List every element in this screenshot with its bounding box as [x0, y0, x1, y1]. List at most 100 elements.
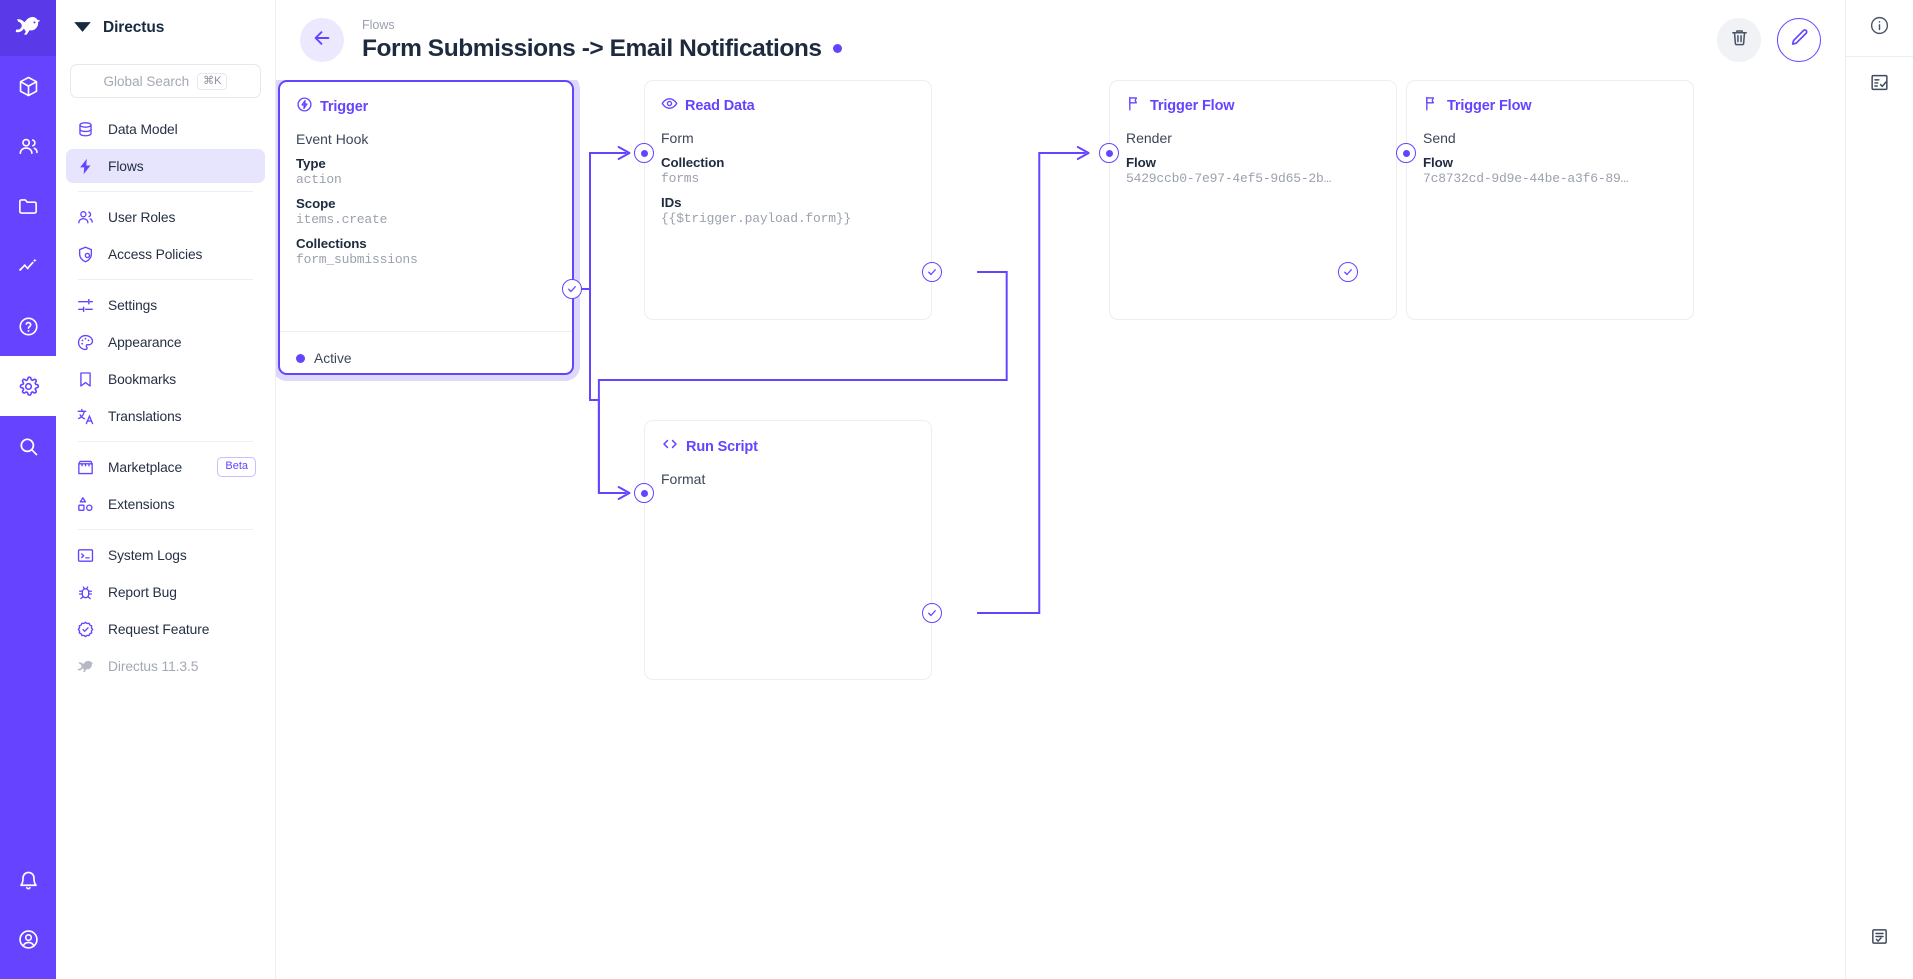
- trigger-flow-send-input-handle[interactable]: [1396, 143, 1416, 163]
- directus-logo-button[interactable]: [0, 0, 56, 56]
- status-dot-icon: [296, 353, 305, 363]
- eye-icon: [661, 95, 678, 117]
- module-rail: [0, 0, 56, 979]
- translate-icon: [75, 406, 96, 427]
- title-row: Form Submissions -> Email Notifications: [362, 35, 842, 63]
- status-badge: [832, 44, 842, 54]
- help-module-button[interactable]: [0, 296, 56, 356]
- sidebar-item-system-logs[interactable]: System Logs: [66, 538, 265, 572]
- field-value: {{$trigger.payload.form}}: [661, 211, 852, 226]
- flow-node-read-data[interactable]: Read Data Form Collection forms IDs {{$t…: [644, 80, 932, 320]
- title-block: Flows Form Submissions -> Email Notifica…: [362, 17, 842, 62]
- logs-panel-button[interactable]: [1846, 57, 1913, 113]
- sidebar-item-translations[interactable]: Translations: [66, 399, 265, 433]
- people-icon: [17, 135, 40, 158]
- trigger-bolt-icon: [296, 96, 313, 118]
- info-panel-button[interactable]: [1846, 0, 1913, 56]
- search-module-button[interactable]: [0, 416, 56, 476]
- sidebar-item-label: Marketplace: [108, 459, 183, 475]
- sidebar-item-label: Extensions: [108, 496, 175, 512]
- field-value: forms: [661, 171, 700, 186]
- run-script-output-handle[interactable]: [922, 603, 942, 623]
- lightning-icon: [75, 156, 96, 177]
- sidebar-divider: [78, 279, 253, 280]
- sidebar-item-settings[interactable]: Settings: [66, 288, 265, 322]
- node-field: Collections form_submissions: [296, 236, 556, 267]
- node-header: Read Data: [661, 95, 915, 117]
- back-button[interactable]: [300, 18, 344, 62]
- read-data-output-handle[interactable]: [922, 262, 942, 282]
- sidebar-nav-list: Data Model Flows User Roles: [56, 112, 275, 686]
- delete-flow-button[interactable]: [1717, 18, 1761, 62]
- settings-sidebar: Directus Global Search ⌘K Data Model Flo…: [56, 0, 276, 979]
- users-module-button[interactable]: [0, 116, 56, 176]
- field-key: Scope: [296, 196, 336, 211]
- version-label: Directus 11.3.5: [108, 658, 199, 674]
- read-data-input-handle[interactable]: [634, 143, 654, 163]
- trigger-flow-render-output-handle[interactable]: [1338, 262, 1358, 282]
- edit-flow-button[interactable]: [1777, 18, 1821, 62]
- code-icon: [661, 435, 679, 458]
- handle-dot-icon: [640, 149, 648, 157]
- rabbit-logo-icon: [75, 656, 96, 677]
- content-module-button[interactable]: [0, 56, 56, 116]
- sidebar-item-label: Bookmarks: [108, 371, 177, 387]
- flow-node-run-script[interactable]: Run Script Format: [644, 420, 932, 680]
- handle-dot-icon: [640, 489, 648, 497]
- clipboard-icon: [1869, 926, 1890, 952]
- sidebar-item-extensions[interactable]: Extensions: [66, 487, 265, 521]
- global-search-input[interactable]: Global Search ⌘K: [70, 64, 261, 98]
- sidebar-item-bookmarks[interactable]: Bookmarks: [66, 362, 265, 396]
- sidebar-item-marketplace[interactable]: Marketplace Beta: [66, 450, 265, 484]
- question-circle-icon: [17, 315, 40, 338]
- node-subtitle: Send: [1423, 130, 1456, 146]
- node-status-label: Active: [314, 350, 352, 366]
- database-icon: [75, 119, 96, 140]
- sidebar-item-appearance[interactable]: Appearance: [66, 325, 265, 359]
- brand-name: Directus: [103, 19, 165, 36]
- flow-node-trigger[interactable]: Trigger Event Hook Type action Scope ite…: [278, 80, 574, 375]
- node-type-label: Trigger Flow: [1150, 98, 1235, 114]
- run-script-input-handle[interactable]: [634, 483, 654, 503]
- sidebar-item-user-roles[interactable]: User Roles: [66, 200, 265, 234]
- header-actions: [1717, 18, 1821, 62]
- flow-node-trigger-flow-send[interactable]: Trigger Flow Send Flow 7c8732cd-9d9e-44b…: [1406, 80, 1694, 320]
- trigger-flow-render-input-handle[interactable]: [1099, 143, 1119, 163]
- sidebar-item-access-policies[interactable]: Access Policies: [66, 237, 265, 271]
- handle-dot-icon: [1105, 149, 1113, 157]
- account-button[interactable]: [0, 909, 56, 969]
- settings-module-button[interactable]: [0, 356, 56, 416]
- node-subtitle: Event Hook: [296, 131, 369, 147]
- node-type-label: Trigger Flow: [1447, 98, 1532, 114]
- sidebar-item-label: System Logs: [108, 547, 187, 563]
- sidebar-item-label: Appearance: [108, 334, 182, 350]
- folder-icon: [17, 195, 40, 218]
- sidebar-divider: [78, 441, 253, 442]
- files-module-button[interactable]: [0, 176, 56, 236]
- search-shortcut-hint: ⌘K: [197, 72, 228, 90]
- flow-node-trigger-flow-render[interactable]: Trigger Flow Render Flow 5429ccb0-7e97-4…: [1109, 80, 1397, 320]
- store-icon: [75, 457, 96, 478]
- sidebar-item-data-model[interactable]: Data Model: [66, 112, 265, 146]
- flow-canvas[interactable]: Trigger Event Hook Type action Scope ite…: [276, 80, 1845, 979]
- node-field: Scope items.create: [296, 196, 556, 227]
- sidebar-item-label: User Roles: [108, 209, 176, 225]
- field-key: Flow: [1126, 155, 1156, 170]
- chart-icon: [17, 255, 40, 278]
- sidebar-item-label: Request Feature: [108, 621, 210, 637]
- sidebar-item-request-feature[interactable]: Request Feature: [66, 612, 265, 646]
- node-field: Flow 7c8732cd-9d9e-44be-a3f6-89…: [1423, 155, 1677, 186]
- right-rail-divider: [1845, 56, 1913, 57]
- sidebar-item-flows[interactable]: Flows: [66, 149, 265, 183]
- sidebar-item-report-bug[interactable]: Report Bug: [66, 575, 265, 609]
- node-field: IDs {{$trigger.payload.form}}: [661, 195, 915, 226]
- field-key: IDs: [661, 195, 682, 210]
- node-header: Trigger Flow: [1126, 95, 1380, 117]
- field-key: Collections: [296, 236, 367, 251]
- notes-panel-button[interactable]: [1846, 911, 1913, 967]
- handle-dot-icon: [1402, 149, 1410, 157]
- notifications-button[interactable]: [0, 849, 56, 909]
- trigger-output-handle[interactable]: [562, 279, 582, 299]
- breadcrumb[interactable]: Flows: [362, 18, 395, 33]
- insights-module-button[interactable]: [0, 236, 56, 296]
